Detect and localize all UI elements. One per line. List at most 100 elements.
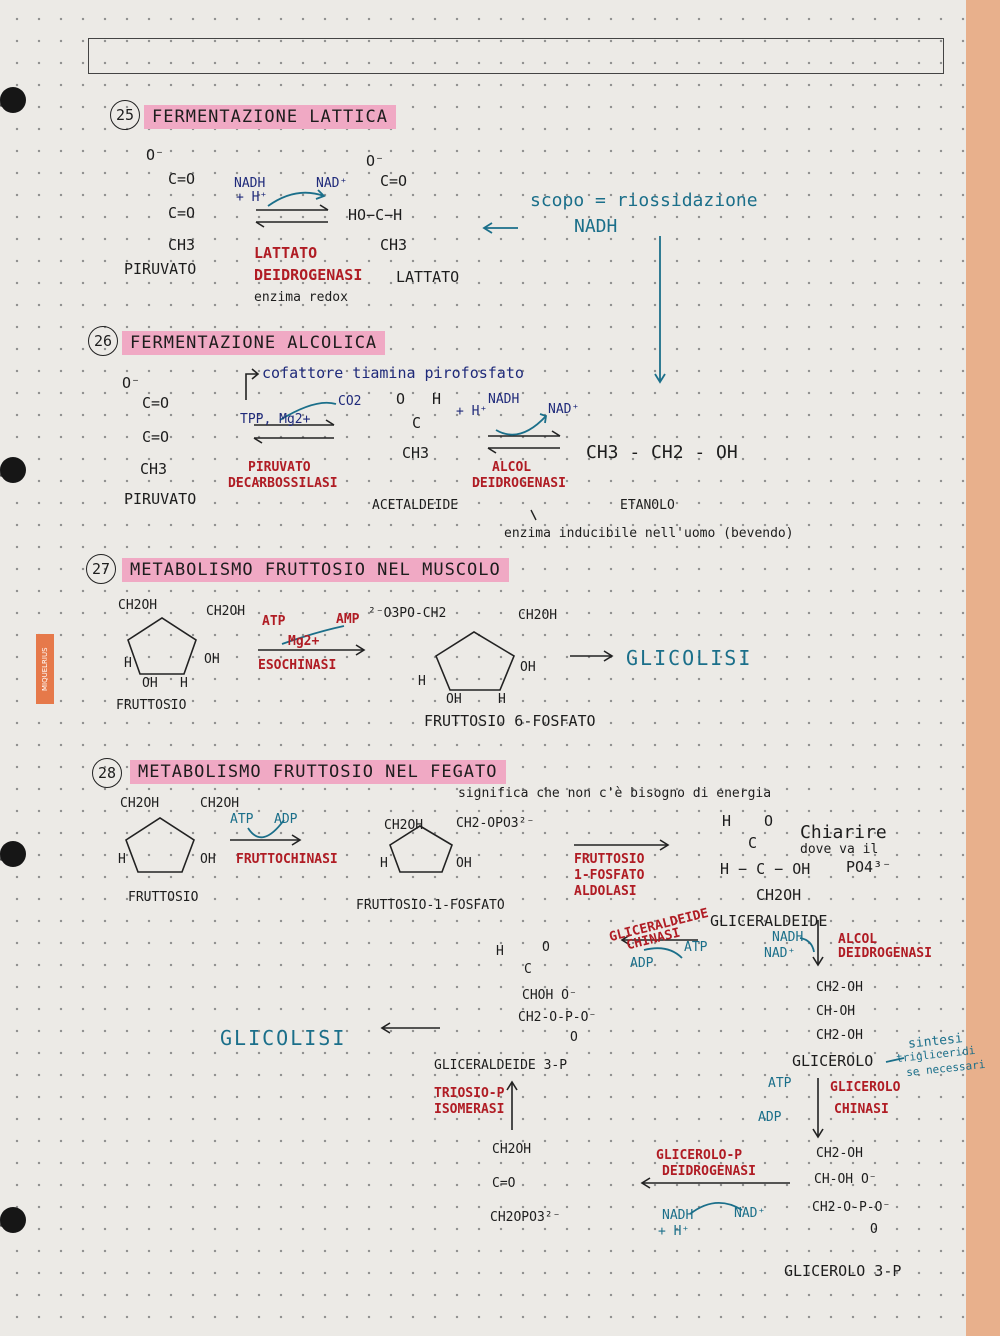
fructose-ch2oh-left: CH2OH	[120, 796, 160, 811]
pyruvate-ch3: CH3	[168, 236, 196, 254]
f6p-ch2oh: CH2OH	[518, 608, 558, 623]
f1p-h: H	[380, 856, 388, 871]
lactate-ho-c-h: HO−C−H	[348, 206, 403, 224]
enzyme-g3pdh-1: GLICEROLO-P	[656, 1148, 743, 1163]
binder-ring	[0, 1190, 40, 1250]
pyruvate-c-o-2: C=O	[142, 428, 170, 446]
fructose-h-bottom: H	[180, 676, 188, 691]
section-title: METABOLISMO FRUTTOSIO NEL FEGATO	[130, 760, 506, 784]
acetaldehyde-o: O	[396, 390, 406, 408]
enzyme-adh-2: DEIDROGENASI	[472, 476, 566, 491]
glyceraldehyde-ch2oh: CH2OH	[756, 886, 802, 904]
enzyme-glycerol-kinase-2: CHINASI	[834, 1102, 889, 1117]
g3pdh-h: + H⁺	[658, 1224, 690, 1239]
fructose-oh: OH	[200, 852, 216, 867]
g3pdh-nadh: NADH	[662, 1208, 694, 1223]
pyruvate-c-o: C=O	[142, 394, 170, 412]
glycolysis-label: GLICOLISI	[626, 646, 753, 670]
purpose-line2: NADH	[574, 216, 618, 237]
co2-label: CO2	[338, 394, 362, 409]
pyruvate-ch3: CH3	[140, 460, 168, 478]
glycerol-line2: CH-OH	[816, 1004, 856, 1019]
binder-ring	[0, 70, 40, 130]
enzyme-g3pdh-2: DEIDROGENASI	[662, 1164, 756, 1179]
g3p-label: GLICERALDEIDE 3-P	[434, 1058, 568, 1073]
g3p-phosphate: CH2-O-P-O⁻	[518, 1010, 597, 1025]
enzyme-aldolase-2: 1-FOSFATO	[574, 868, 645, 883]
fructose-h: H	[124, 656, 132, 671]
enzyme-alcdh-1: ALCOL	[838, 932, 878, 947]
enzyme-pdc-1: PIRUVATO	[248, 460, 311, 475]
pyruvate-o-minus: O⁻	[146, 146, 165, 164]
fructose-oh: OH	[204, 652, 220, 667]
acetaldehyde-label: ACETALDEIDE	[372, 498, 459, 513]
pyruvate-o-minus: O⁻	[122, 374, 141, 392]
fructose-ch2oh-right: CH2OH	[200, 796, 240, 811]
glyceraldehyde-c: C	[748, 834, 758, 852]
f6p-h-bottom: H	[498, 692, 506, 707]
f1p-oh: OH	[456, 856, 472, 871]
g3p-o-bottom: O	[570, 1030, 578, 1045]
page-edge	[966, 0, 1000, 1336]
f6p-label: FRUTTOSIO 6-FOSFATO	[424, 712, 596, 730]
f1p-phosphate: CH2-OPO3²⁻	[456, 816, 535, 831]
atp-label: ATP	[230, 812, 254, 827]
enzyme-tim-2: ISOMERASI	[434, 1102, 505, 1117]
binder-ring	[0, 440, 40, 500]
clarify-note-1: Chiarire	[800, 822, 887, 843]
enzyme-hexokinase: ESOCHINASI	[258, 658, 337, 673]
glycolysis-label: GLICOLISI	[220, 1026, 347, 1050]
nad-plus-label: NAD⁺	[548, 402, 580, 417]
alcdh-nadh: NADH	[772, 930, 804, 945]
clarify-note-3: PO4³⁻	[846, 858, 892, 876]
pyruvate-c-o: C=O	[168, 170, 196, 188]
enzyme-alcdh-2: DEIDROGENASI	[838, 946, 932, 961]
f1p-ch2oh: CH2OH	[384, 818, 424, 833]
fructose-h: H	[118, 852, 126, 867]
nadh-label: NADH	[488, 392, 520, 407]
h-plus-label: + H⁺	[236, 190, 268, 205]
clarify-note-2: dove va il	[800, 842, 879, 857]
enzyme-pdc-2: DECARBOSSILASI	[228, 476, 338, 491]
fructose-ch2oh-left: CH2OH	[118, 598, 158, 613]
dhap-line1: CH2OH	[492, 1142, 532, 1157]
section-number: 26	[88, 326, 118, 356]
enzyme-fructokinase: FRUTTOCHINASI	[236, 852, 338, 867]
diagram-lines	[125, 189, 905, 1215]
f1p-label: FRUTTOSIO-1-FOSFATO	[356, 898, 505, 913]
gk-adp: ADP	[758, 1110, 782, 1125]
gk-atp: ATP	[768, 1076, 792, 1091]
pyruvate-c-o-2: C=O	[168, 204, 196, 222]
ethanol-label: ETANOLO	[620, 498, 675, 513]
glyceraldehyde-choh: H − C − OH	[720, 860, 811, 878]
adp-label: ADP	[274, 812, 298, 827]
lactate-ch3: CH3	[380, 236, 408, 254]
purpose-line1: scopo = riossidazione	[530, 190, 758, 211]
nad-plus-label: NAD⁺	[316, 176, 348, 191]
enzyme-glycerol-kinase-1: GLICEROLO	[830, 1080, 901, 1095]
glycerol-label: GLICEROLO	[792, 1052, 874, 1070]
glycerol3p-line1: CH2-OH	[816, 1146, 863, 1161]
cofactor-note: cofattore tiamina pirofosfato	[262, 364, 524, 382]
f6p-h: H	[418, 674, 426, 689]
pyruvate-label: PIRUVATO	[124, 490, 197, 508]
fructose-label: FRUTTOSIO	[128, 890, 199, 905]
acetaldehyde-ch3: CH3	[402, 444, 430, 462]
lactate-label: LATTATO	[396, 268, 460, 286]
g3p-h: H	[496, 944, 504, 959]
section-title: FERMENTAZIONE LATTICA	[144, 105, 396, 129]
glyceraldehyde-h: H	[722, 812, 732, 830]
pyruvate-label: PIRUVATO	[124, 260, 197, 278]
g3p-choh: CHOH O⁻	[522, 988, 577, 1003]
enzyme-tim-1: TRIOSIO-P	[434, 1086, 505, 1101]
enzyme-aldolase-1: FRUTTOSIO	[574, 852, 645, 867]
acetaldehyde-c: C	[412, 414, 422, 432]
nadh-label: NADH	[234, 176, 266, 191]
kinase-adp-label: ADP	[630, 956, 654, 971]
f6p-oh: OH	[520, 660, 536, 675]
lactate-c-o: C=O	[380, 172, 408, 190]
kinase-atp-label: ATP	[684, 940, 708, 955]
notebook-page	[0, 0, 968, 1336]
acetaldehyde-h: H	[432, 390, 442, 408]
dhap-line2: C=O	[492, 1176, 516, 1191]
